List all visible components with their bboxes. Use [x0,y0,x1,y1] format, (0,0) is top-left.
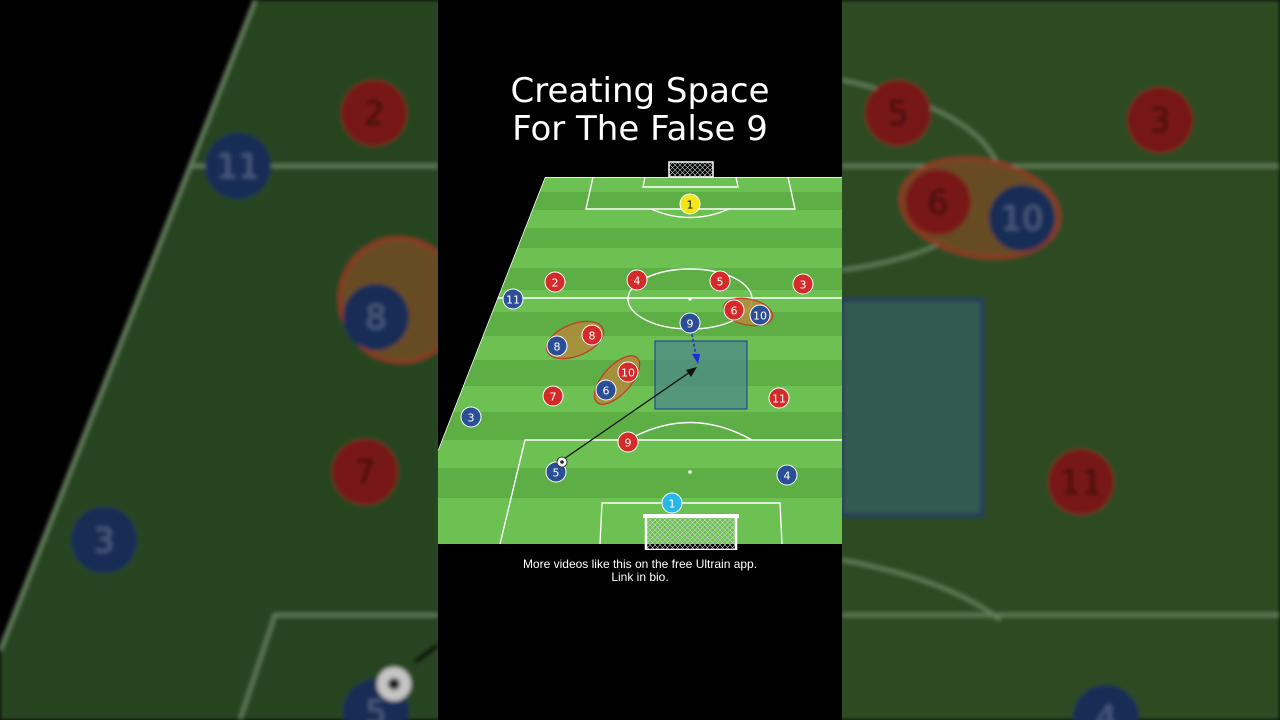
red-player-10: 10 [617,361,639,383]
blue-player-3: 3 [460,406,482,428]
svg-text:4: 4 [634,275,641,288]
bg-red-player-3: 3 [1127,87,1193,153]
svg-text:5: 5 [553,467,560,480]
svg-text:8: 8 [589,330,596,343]
bg-blue-player-3: 3 [71,507,137,573]
pass-arrow [560,367,697,462]
svg-text:11: 11 [1059,463,1102,503]
svg-text:11: 11 [506,294,520,307]
blue-player-6: 6 [595,379,617,401]
svg-text:7: 7 [550,391,557,404]
svg-text:11: 11 [772,393,786,406]
bg-blue-player-10: 10 [989,185,1055,251]
svg-text:10: 10 [1000,199,1043,239]
svg-text:5: 5 [365,693,387,720]
blue-player-9: 9 [679,312,701,334]
own-keeper: 1 [661,492,683,514]
red-player-4: 4 [626,269,648,291]
svg-text:7: 7 [354,453,376,493]
title-line-1: Creating Space [510,71,770,111]
red-player-7: 7 [542,385,564,407]
svg-text:10: 10 [753,310,767,323]
bg-blue-player-11: 11 [205,133,271,199]
space-zone [654,340,748,410]
red-player-9: 9 [617,431,639,453]
run-arrow [691,333,700,364]
caption-line-1: More videos like this on the free Ultrai… [522,557,758,571]
svg-text:1: 1 [669,498,676,511]
red-player-6: 6 [723,299,745,321]
svg-text:6: 6 [927,183,949,223]
svg-text:1: 1 [687,199,694,212]
svg-text:2: 2 [552,277,559,290]
blue-player-11: 11 [502,288,524,310]
ball-icon [556,456,568,468]
red-player-5: 5 [709,270,731,292]
svg-text:5: 5 [717,276,724,289]
tactics-pitch: 1 2 4 5 3 8 6 10 7 11 9 11 9 10 8 6 3 5 … [438,161,842,550]
svg-text:4: 4 [1095,699,1117,720]
svg-text:3: 3 [93,521,115,561]
bg-blue-player-8: 8 [343,284,409,350]
svg-text:5: 5 [887,94,909,134]
pitch-surface [438,177,842,544]
own-goal [643,514,739,550]
svg-text:2: 2 [363,94,385,134]
svg-text:8: 8 [554,341,561,354]
video-frame: Creating Space For The False 9 [438,0,842,720]
bg-blue-player-4: 4 [1073,685,1139,720]
svg-text:9: 9 [625,437,632,450]
svg-text:4: 4 [784,470,791,483]
red-player-8: 8 [581,324,603,346]
bg-red-player-11: 11 [1048,449,1114,515]
svg-text:3: 3 [800,279,807,292]
blue-player-10: 10 [749,304,771,326]
bg-red-player-6: 6 [905,169,971,235]
svg-text:11: 11 [216,147,259,187]
svg-text:6: 6 [603,385,610,398]
red-player-2: 2 [544,271,566,293]
bg-red-player-5: 5 [865,80,931,146]
svg-text:9: 9 [687,318,694,331]
svg-text:10: 10 [621,367,635,380]
blue-player-4: 4 [776,464,798,486]
svg-text:3: 3 [468,412,475,425]
caption-line-2: Link in bio. [611,570,669,584]
bg-red-player-7: 7 [332,439,398,505]
svg-text:6: 6 [731,305,738,318]
red-player-3: 3 [792,273,814,295]
bg-ball-icon [377,642,440,701]
red-player-11: 11 [768,387,790,409]
bg-red-player-2: 2 [341,80,407,146]
blue-player-8: 8 [546,335,568,357]
opponent-keeper: 1 [679,193,701,215]
svg-text:8: 8 [365,298,387,338]
opponent-goal [668,161,714,178]
title-line-2: For The False 9 [512,109,768,149]
svg-text:3: 3 [1149,101,1171,141]
